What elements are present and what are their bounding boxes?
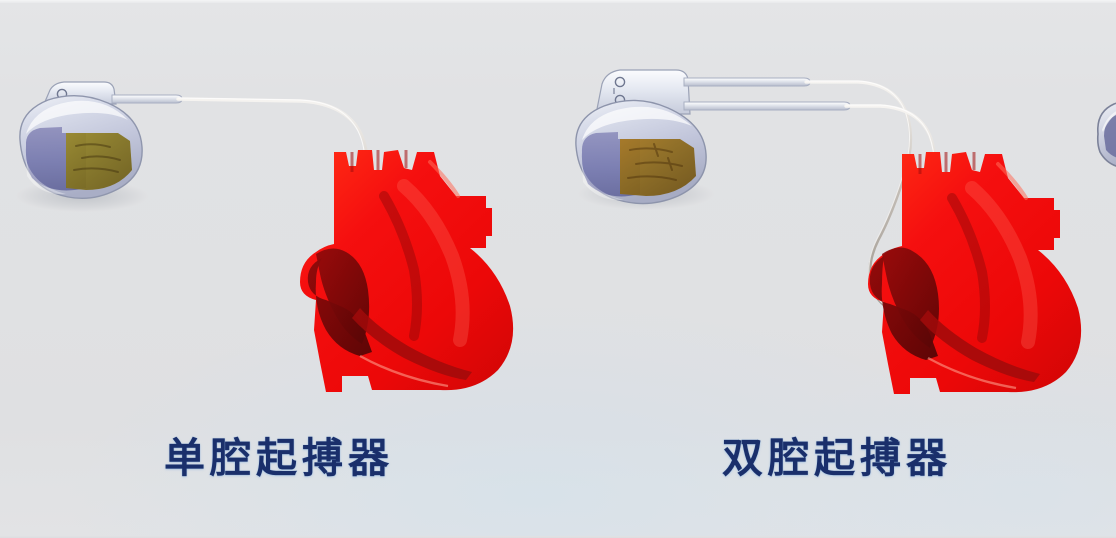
lead-atrial-tube bbox=[683, 77, 811, 87]
edge-device-svg bbox=[1096, 102, 1116, 167]
third-pacemaker-partial bbox=[1096, 96, 1116, 170]
device-internal-battery bbox=[620, 139, 696, 196]
heart-cross-section-single bbox=[300, 150, 514, 392]
heart-apex-rim bbox=[359, 354, 449, 388]
battery-texture bbox=[73, 143, 121, 173]
device-internal-battery bbox=[66, 133, 132, 190]
pacemaker-device-dual bbox=[575, 69, 707, 205]
interventricular-septum bbox=[379, 191, 422, 341]
device-gloss-highlight bbox=[582, 106, 692, 140]
dual-chamber-diagram bbox=[575, 69, 1082, 394]
device-gloss-highlight bbox=[26, 100, 128, 134]
caption-dual-chamber: 双腔起搏器 bbox=[722, 434, 952, 482]
heart-surface-sheen bbox=[965, 181, 1038, 349]
panel-dual-chamber: 双腔起搏器 bbox=[558, 0, 1116, 538]
heart-surface-sheen bbox=[397, 179, 470, 347]
caption-single-chamber: 单腔起搏器 bbox=[164, 434, 394, 482]
interventricular-septum bbox=[947, 193, 990, 343]
right-ventricle-cavity bbox=[920, 310, 1040, 382]
aortic-arch-highlight bbox=[996, 162, 1028, 200]
edge-device-gloss bbox=[1102, 111, 1116, 132]
device-rim-shine bbox=[582, 166, 624, 201]
great-vessel-notches bbox=[350, 150, 408, 172]
pacemaker-device-single bbox=[19, 81, 143, 200]
heart-cross-section-dual bbox=[868, 152, 1082, 394]
great-vessel-notches bbox=[918, 152, 976, 174]
lead-proximal-tube bbox=[111, 94, 183, 104]
right-ventricle-cavity bbox=[352, 308, 472, 380]
edge-device-internal bbox=[1104, 115, 1116, 158]
lead-ventricular-tube bbox=[683, 101, 851, 111]
battery-texture bbox=[627, 143, 683, 181]
lead-port-atrial-icon bbox=[614, 76, 626, 88]
device-rim-shine bbox=[26, 160, 66, 195]
aortic-arch-highlight bbox=[428, 160, 460, 198]
heart-apex-rim bbox=[927, 356, 1017, 390]
panel-single-chamber: 单腔起搏器 bbox=[16, 81, 514, 482]
single-chamber-diagram bbox=[16, 81, 514, 392]
